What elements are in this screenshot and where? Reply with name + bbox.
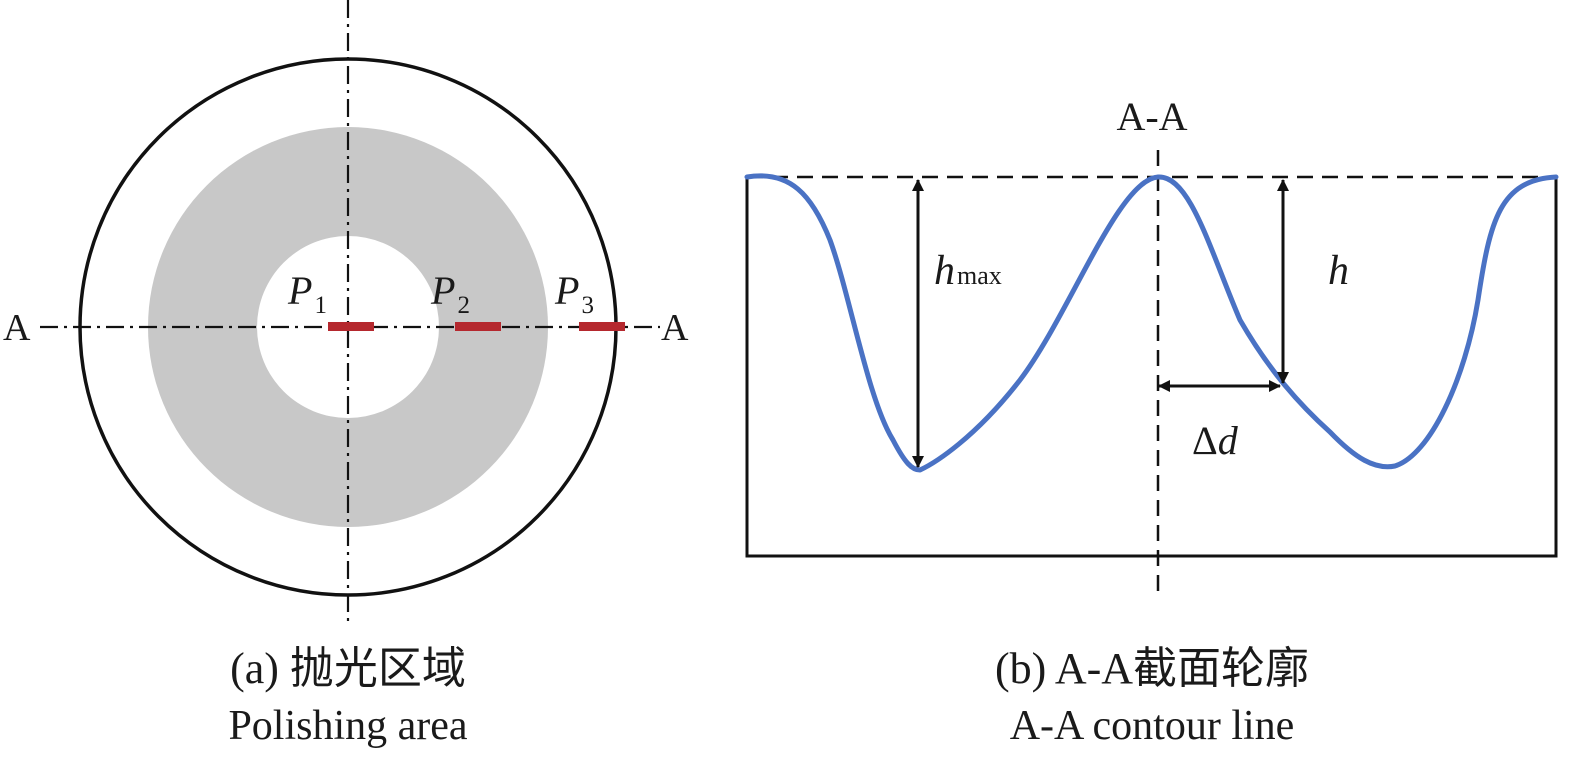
section-marker-right: A	[661, 307, 689, 349]
p1-marker	[328, 322, 374, 331]
label-p2-letter: P	[430, 268, 455, 313]
label-p3: P3	[554, 268, 594, 319]
profile-box	[745, 175, 1558, 558]
panel-b-contour: A-A hmax h Δd (b) A-A截面轮廓 A-A contour li…	[744, 94, 1559, 749]
label-p3-sub: 3	[581, 292, 594, 319]
label-p1: P1	[287, 268, 327, 319]
caption-b-cn: (b) A-A截面轮廓	[995, 644, 1309, 693]
label-p1-letter: P	[287, 268, 312, 313]
label-p3-letter: P	[554, 268, 579, 313]
p3-marker	[579, 322, 625, 331]
label-hmax: hmax	[934, 248, 1002, 294]
label-p2: P2	[430, 268, 470, 319]
caption-b-en: A-A contour line	[1010, 703, 1295, 749]
label-delta-symbol: Δ	[1192, 418, 1218, 463]
label-delta-d: Δd	[1192, 418, 1239, 463]
section-marker-left: A	[3, 307, 31, 349]
label-p2-sub: 2	[457, 292, 470, 319]
p2-marker	[455, 322, 501, 331]
caption-a-cn: (a) 抛光区域	[230, 644, 466, 693]
section-title: A-A	[1116, 94, 1187, 139]
label-delta-letter: d	[1218, 418, 1239, 463]
contour-curve	[744, 173, 1559, 473]
panel-a-polishing-area: A A P1 P2 P3 (a) 抛光区域 Polishing area	[3, 0, 689, 749]
label-hmax-sub: max	[957, 261, 1002, 290]
label-p1-sub: 1	[314, 292, 327, 319]
caption-a-en: Polishing area	[228, 703, 467, 749]
label-hmax-letter: h	[934, 248, 955, 294]
label-h: h	[1328, 248, 1349, 294]
